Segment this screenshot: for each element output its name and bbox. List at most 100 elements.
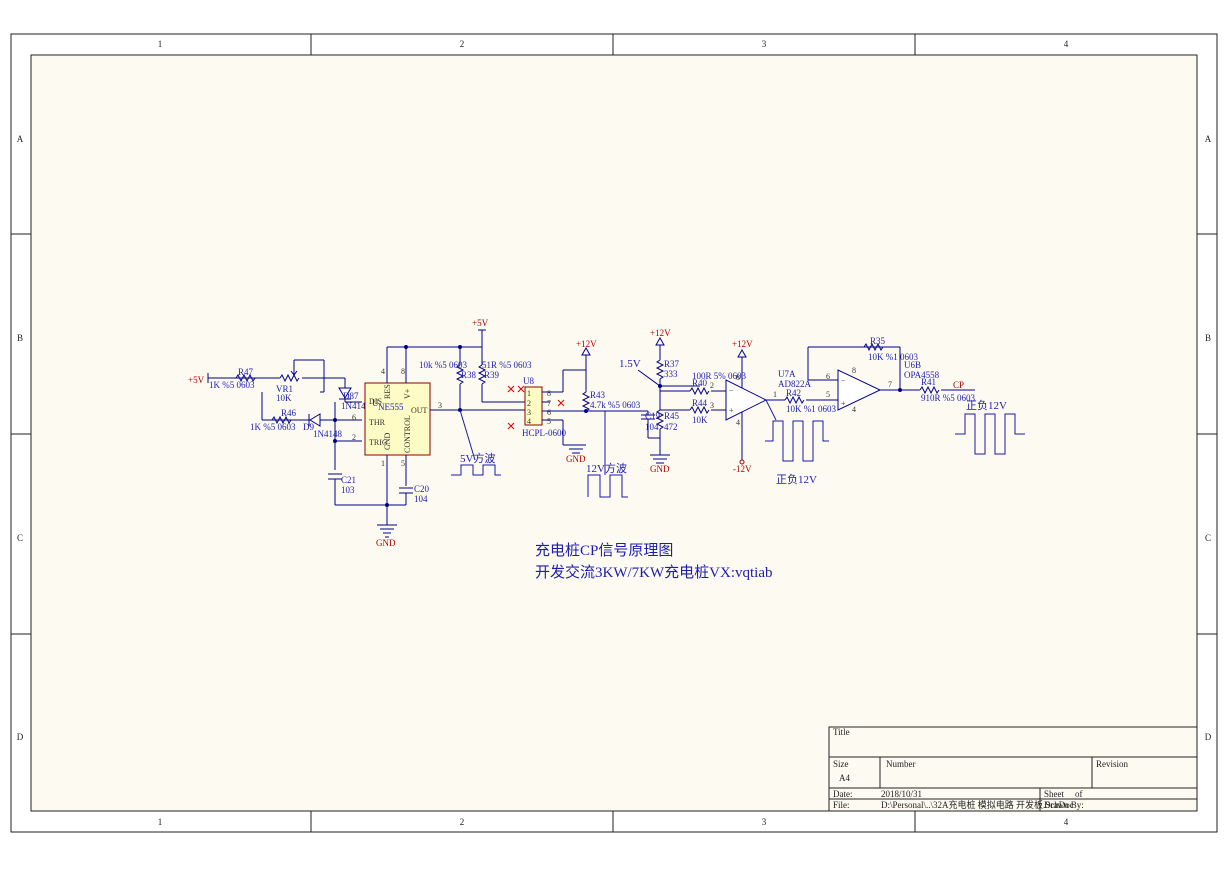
title-block-title-label: Title [833, 727, 850, 737]
r37-ref: R37 [664, 359, 680, 369]
svg-text:−: − [729, 386, 734, 395]
u555-pin-num-1: 1 [381, 459, 385, 468]
svg-text:3: 3 [710, 401, 714, 410]
drawing-area [30, 54, 1198, 812]
svg-text:1: 1 [527, 389, 531, 398]
u6b-value: OPA4558 [904, 370, 940, 380]
c21-value: 103 [341, 485, 355, 495]
u555-pin-num-6: 6 [352, 413, 356, 422]
u555-pin-num-3: 3 [438, 401, 442, 410]
opamp-u7a [725, 379, 768, 421]
row-label-right-b: B [1205, 333, 1211, 343]
title-block-revision-label: Revision [1096, 759, 1129, 769]
potentiometer-vr1 [279, 373, 300, 383]
waveform-pm12v-1 [765, 420, 829, 462]
r44-value: 10K [692, 415, 708, 425]
r38-value: 10k %5 0603 [419, 360, 467, 370]
waveform-5v-square [451, 464, 501, 476]
svg-text:−: − [841, 376, 846, 385]
d87-value: 1N4148 [341, 401, 370, 411]
r37-value: 333 [664, 369, 678, 379]
r38-ref: R38 [461, 370, 477, 380]
vr1-value: 10K [276, 393, 292, 403]
title-block-file-value: D:\Personal\..\32A充电桩 模拟电路 开发板.SchDoc [881, 799, 1074, 810]
power-label-5v-left: +5V [188, 375, 205, 385]
row-label-left-b: B [17, 333, 23, 343]
svg-text:5: 5 [547, 417, 551, 426]
r39-ref: R39 [484, 370, 500, 380]
power-label-neg12v: -12V [733, 464, 752, 474]
r46-ref: R46 [281, 408, 297, 418]
r39-value: 51R %5 0603 [482, 360, 532, 370]
svg-text:8: 8 [736, 373, 740, 382]
svg-text:6: 6 [826, 372, 830, 381]
d9-value: 1N4148 [313, 429, 342, 439]
svg-text:8: 8 [547, 389, 551, 398]
col-label-top-4: 4 [1064, 39, 1069, 49]
title-block-size-value: A4 [839, 773, 850, 783]
r47-ref: R47 [238, 367, 254, 377]
r46-value: 1K %5 0603 [250, 422, 296, 432]
r45-value: 472 [664, 422, 678, 432]
svg-text:+: + [841, 399, 846, 408]
title-block-sheet-label: Sheet [1044, 789, 1064, 799]
svg-text:7: 7 [888, 380, 892, 389]
title-block-number-label: Number [886, 759, 916, 769]
title-block-drawn-label: Drawn By: [1044, 800, 1084, 810]
col-label-bottom-1: 1 [158, 817, 163, 827]
u7a-value: AD822A [778, 379, 811, 389]
resistor-r35 [863, 342, 884, 352]
gnd-label-3: GND [650, 464, 670, 474]
r41-value: 910R %5 0603 [921, 393, 976, 403]
svg-text:1: 1 [773, 390, 777, 399]
resistor-r45 [655, 409, 665, 430]
u555-pin-thr: THR [369, 418, 386, 427]
r35-ref: R35 [870, 336, 886, 346]
power-label-12v-b: +12V [650, 328, 671, 338]
row-label-left-d: D [17, 732, 24, 742]
svg-text:6: 6 [547, 408, 551, 417]
u555-ref: U [372, 398, 379, 408]
voltage-label-1-5v: 1.5V [619, 358, 641, 370]
col-label-top-1: 1 [158, 39, 163, 49]
schematic-subtitle: 开发交流3KW/7KW充电桩VX:vqtiab [535, 563, 772, 581]
resistor-r40 [689, 386, 710, 396]
waveform-pm12v-2 [955, 413, 1025, 455]
ic-u8-optocoupler [524, 386, 543, 426]
c19-ref: C19 [645, 411, 661, 421]
row-label-right-c: C [1205, 533, 1211, 543]
waveform-12v-square [587, 474, 628, 498]
r42-value: 10K %1 0603 [786, 404, 836, 414]
d87-ref: D87 [343, 391, 359, 401]
r47-value: 1K %5 0603 [209, 380, 255, 390]
row-label-left-c: C [17, 533, 23, 543]
zone-dividers [11, 34, 1217, 832]
col-label-top-3: 3 [762, 39, 767, 49]
gnd-label-2: GND [566, 454, 586, 464]
gnd-symbol-3 [650, 454, 670, 464]
power-label-12v-a: +12V [576, 339, 597, 349]
row-label-left-a: A [17, 134, 24, 144]
svg-text:4: 4 [852, 405, 856, 414]
u8-ref: U8 [523, 376, 534, 386]
power-symbol-12v-a [581, 346, 591, 356]
u8-value: HCPL-0600 [522, 428, 567, 438]
u555-pin-num-4: 4 [381, 367, 385, 376]
r43-ref: R43 [590, 390, 606, 400]
u555-pin-control: CONTROL [403, 415, 412, 453]
title-block [828, 726, 1198, 812]
resistor-r43 [581, 391, 591, 412]
u555-pin-num-8: 8 [401, 367, 405, 376]
svg-text:+: + [729, 406, 734, 415]
u555-pin-vplus: V+ [403, 388, 412, 399]
r40-value: 100R 5% 0603 [692, 371, 747, 381]
svg-text:4: 4 [527, 417, 531, 426]
r42-ref: R42 [786, 388, 801, 398]
title-block-date-label: Date: [833, 789, 853, 799]
u555-pin-out: OUT [411, 406, 428, 415]
u555-value: NE555 [378, 402, 404, 412]
r35-value: 10K %1 0603 [868, 352, 918, 362]
resistor-r46 [271, 415, 292, 425]
ic-ne555 [364, 382, 431, 456]
resistor-r37 [655, 359, 665, 380]
